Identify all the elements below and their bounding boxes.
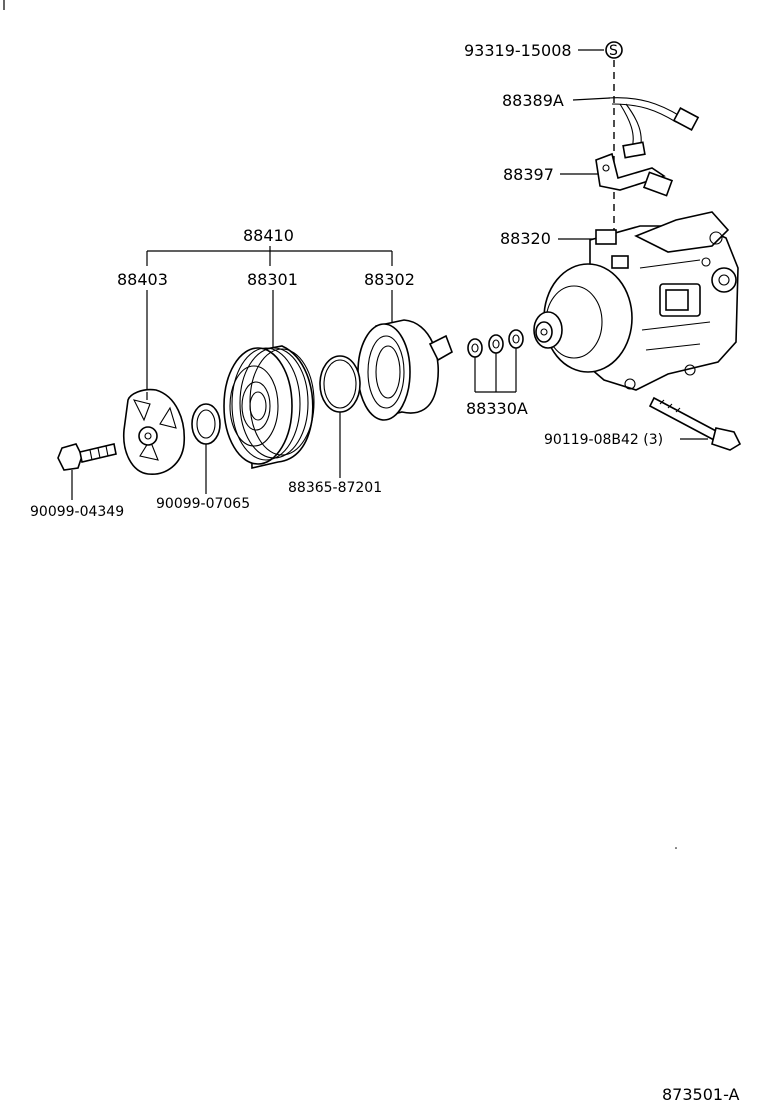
label-90099-04349: 90099-04349 [30, 504, 124, 520]
label-88301: 88301 [247, 270, 298, 289]
s-symbol-icon [605, 41, 623, 59]
long-bolt-part [648, 396, 742, 451]
label-88403: 88403 [117, 270, 168, 289]
diagram-code: 873501-A [662, 1085, 740, 1104]
label-93319-15008: 93319-15008 [464, 41, 572, 60]
harness-sensor-part [607, 97, 700, 159]
pressure-plate-part [123, 388, 186, 475]
stray-dot [675, 847, 677, 849]
label-88320: 88320 [500, 229, 551, 248]
hub-bolt-part [57, 443, 117, 471]
spacer-ring-part [191, 403, 221, 445]
label-90099-07065: 90099-07065 [156, 496, 250, 512]
field-coil-part [357, 319, 453, 421]
bracket-part [595, 152, 674, 197]
label-88302: 88302 [364, 270, 415, 289]
label-88410: 88410 [243, 226, 294, 245]
label-90119-08B42: 90119-08B42 (3) [544, 432, 663, 448]
shim-set-part [467, 329, 524, 358]
compressor-body-part [533, 211, 739, 391]
label-88365-87201: 88365-87201 [288, 480, 382, 496]
leader-88389A [572, 97, 611, 101]
pulley-part [223, 345, 315, 470]
snap-ring-part [319, 355, 361, 413]
label-88397: 88397 [503, 165, 554, 184]
label-88389A: 88389A [502, 91, 564, 110]
s-symbol-letter: S [609, 43, 618, 59]
label-88330A: 88330A [466, 399, 528, 418]
